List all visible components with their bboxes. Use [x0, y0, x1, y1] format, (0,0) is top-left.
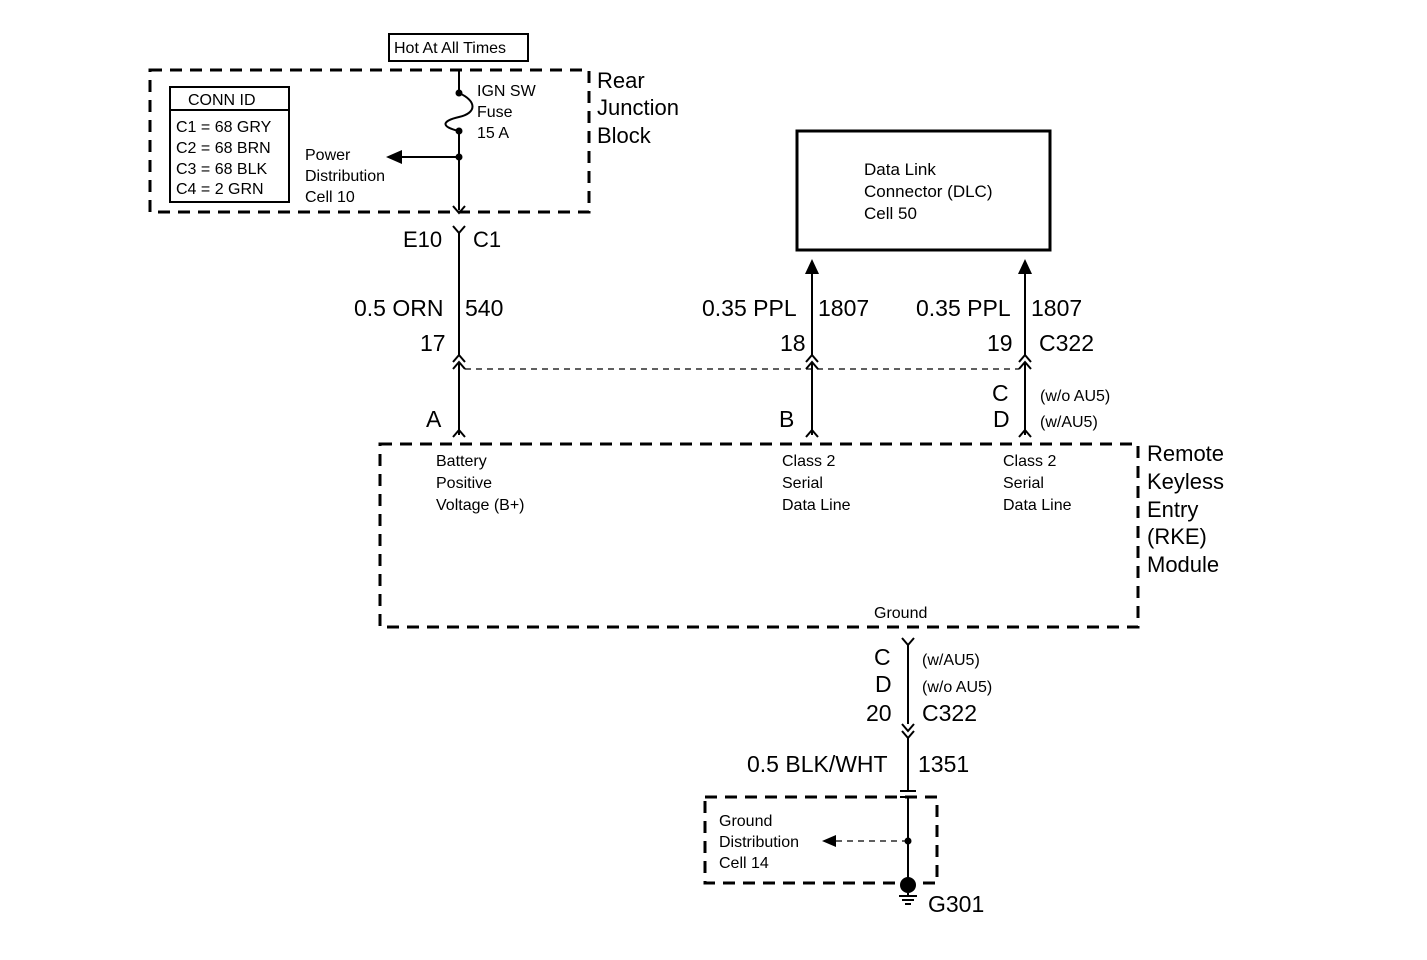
- conn-id-table: CONN ID C1 = 68 GRY C2 = 68 BRN C3 = 68 …: [169, 86, 290, 203]
- connector-e10-label: E10: [403, 227, 442, 252]
- ground-pin-d-label: D: [875, 671, 892, 697]
- pin-c-option-note: (w/o AU5): [1040, 388, 1110, 405]
- data-wire-1807-a: 0.35 PPL 1807 18 B: [702, 259, 869, 438]
- module-pin-d-label: D: [993, 406, 1010, 432]
- rear-junction-block: Rear Junction Block: [148, 68, 685, 214]
- dlc-arrow-icon: [1018, 259, 1032, 274]
- rke-module-outline: [378, 442, 1140, 629]
- fuse-label: IGN SW Fuse 15 A: [477, 83, 540, 142]
- hot-at-all-times-text: Hot At All Times: [394, 40, 506, 57]
- circuit-number-label: 540: [465, 295, 503, 321]
- power-wire-540: 0.5 ORN 540 17 A: [354, 233, 503, 438]
- wire-color-label: 0.35 PPL: [916, 295, 1011, 321]
- ground-wire-1351: C (w/AU5) D (w/o AU5) 20 C322 0.5 BLK/WH…: [747, 637, 992, 790]
- conn-id-row: C2 = 68 BRN: [176, 140, 271, 157]
- class2-serial-data-label: Class 2 Serial Data Line: [1003, 453, 1072, 514]
- circuit-number-label: 1807: [1031, 295, 1082, 321]
- connector-pin-label: 20: [866, 700, 892, 726]
- module-pin-b-label: B: [779, 406, 794, 432]
- power-distribution-label: Power Distribution Cell 10: [305, 147, 389, 206]
- power-distribution-arrow-icon: [386, 150, 402, 164]
- conn-id-row: C3 = 68 BLK: [176, 161, 268, 178]
- battery-positive-voltage-label: Battery Positive Voltage (B+): [436, 453, 525, 514]
- ground-pin-c-label: C: [874, 644, 891, 670]
- dlc-label: Data Link Connector (DLC) Cell 50: [864, 160, 997, 223]
- connector-c1-label: C1: [473, 227, 501, 252]
- circuit-number-label: 1807: [818, 295, 869, 321]
- rear-junction-block-title: Rear Junction Block: [597, 68, 685, 148]
- wire-color-label: 0.5 BLK/WHT: [747, 751, 888, 777]
- ign-sw-fuse: IGN SW Fuse 15 A Power Distribution Cell…: [305, 70, 540, 210]
- rear-junction-block-outline: [148, 68, 591, 214]
- data-wire-1807-b: 0.35 PPL 1807 19 C322 C (w/o AU5) D (w/A…: [916, 259, 1110, 438]
- connector-pin-label: 17: [420, 330, 446, 356]
- ground-symbol-icon: [900, 877, 916, 893]
- ground-point-label: G301: [928, 891, 984, 917]
- ground-distribution-arrow-icon: [822, 835, 836, 847]
- ground-pin-d-option-note: (w/o AU5): [922, 679, 992, 696]
- pin-d-option-note: (w/AU5): [1040, 414, 1098, 431]
- module-pin-c-label: C: [992, 380, 1009, 406]
- conn-id-header: CONN ID: [188, 92, 256, 109]
- ground-distribution-label: Ground Distribution Cell 14: [719, 813, 803, 872]
- connector-pin-label: 19: [987, 330, 1013, 356]
- data-link-connector: Data Link Connector (DLC) Cell 50: [795, 129, 1052, 252]
- connector-pin-label: 18: [780, 330, 806, 356]
- ground-distribution-block: Ground Distribution Cell 14: [703, 790, 939, 885]
- rjb-connector-e10-c1: E10 C1: [403, 205, 501, 252]
- module-pin-a-label: A: [426, 406, 442, 432]
- class2-serial-data-label: Class 2 Serial Data Line: [782, 453, 851, 514]
- dlc-arrow-icon: [805, 259, 819, 274]
- connector-c322-label: C322: [1039, 330, 1094, 356]
- wire-color-label: 0.5 ORN: [354, 295, 443, 321]
- circuit-number-label: 1351: [918, 751, 969, 777]
- hot-at-all-times-label: Hot At All Times: [388, 33, 529, 62]
- rke-module-title: Remote Keyless Entry (RKE) Module: [1147, 441, 1230, 577]
- module-ground-label: Ground: [874, 605, 927, 622]
- ground-point-g301: G301: [899, 877, 984, 917]
- conn-id-row: C4 = 2 GRN: [176, 181, 264, 198]
- ground-pin-c-option-note: (w/AU5): [922, 652, 980, 669]
- wire-color-label: 0.35 PPL: [702, 295, 797, 321]
- rke-module: Remote Keyless Entry (RKE) Module Batter…: [378, 441, 1230, 629]
- connector-c322-label: C322: [922, 700, 977, 726]
- conn-id-row: C1 = 68 GRY: [176, 119, 272, 136]
